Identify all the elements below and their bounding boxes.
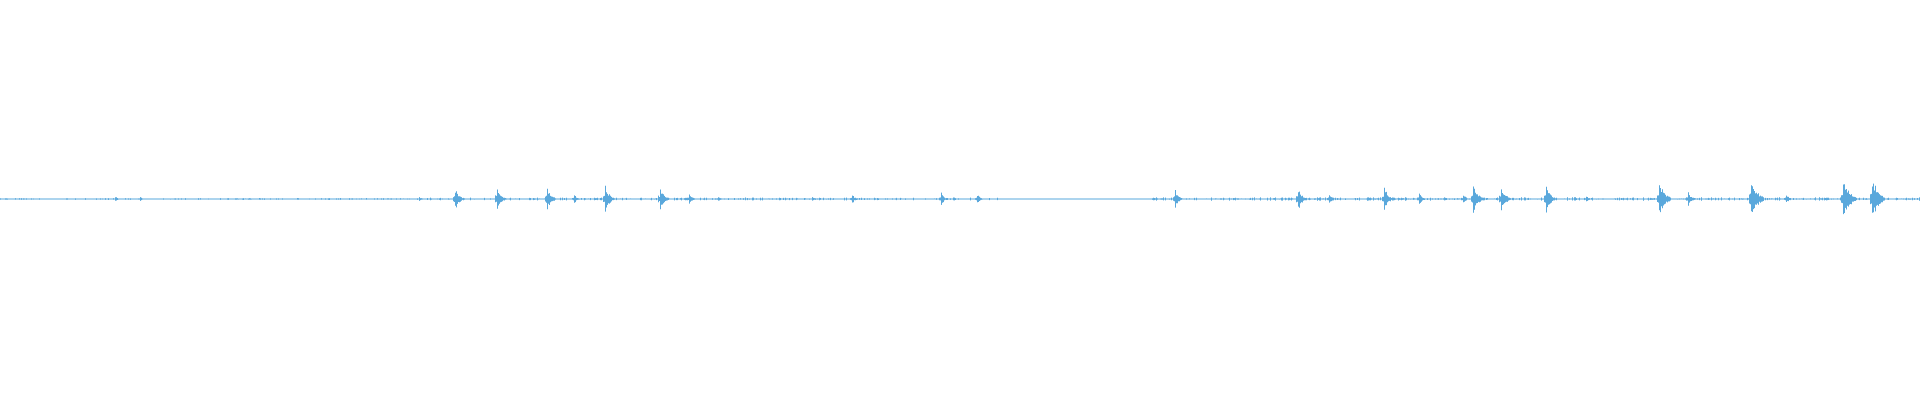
waveform-peaks [0, 183, 1920, 215]
waveform-peak-path [0, 183, 1920, 215]
